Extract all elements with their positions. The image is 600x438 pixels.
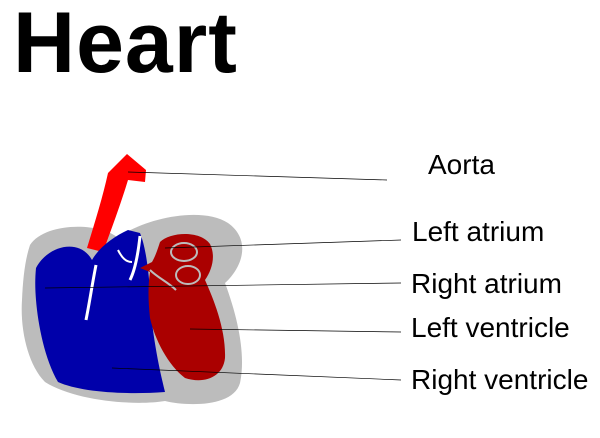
mitral-valve-ring <box>175 265 201 285</box>
label-left-ventricle: Left ventricle <box>411 312 570 343</box>
left-septum-detail <box>149 269 177 291</box>
leader-line-left-atrium <box>164 239 402 249</box>
label-left-atrium: Left atrium <box>412 216 545 247</box>
page-title: Heart <box>13 0 238 91</box>
pulmonary-valve-line <box>117 249 133 263</box>
left-atrium-chamber <box>170 242 198 262</box>
label-right-atrium: Right atrium <box>411 268 562 299</box>
label-aorta: Aorta <box>428 149 495 180</box>
leader-line-left-ventricle <box>189 328 402 333</box>
leader-line-right-ventricle <box>111 367 402 381</box>
label-right-ventricle: Right ventricle <box>411 364 589 395</box>
left-heart-shape <box>140 234 226 381</box>
leader-line-aorta <box>127 171 388 181</box>
tricuspid-valve-line <box>84 264 98 321</box>
right-heart-shape <box>35 230 165 394</box>
septum-line <box>128 235 142 281</box>
aorta-shape <box>87 154 146 252</box>
leader-line-right-atrium <box>44 282 402 289</box>
